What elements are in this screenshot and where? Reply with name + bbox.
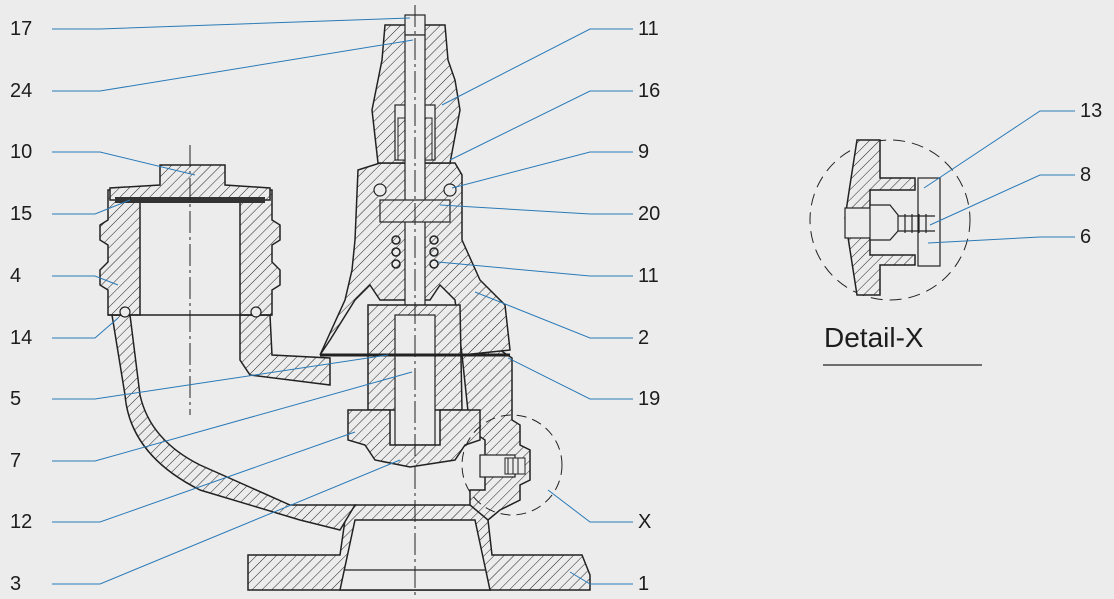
- label-10: 10: [10, 141, 33, 163]
- inlet-thread-right: [239, 189, 281, 316]
- label-15: 15: [10, 203, 33, 225]
- label-3: 3: [10, 573, 22, 595]
- label-24: 24: [10, 80, 33, 102]
- inlet-thread-left: [99, 189, 141, 316]
- label-2: 2: [638, 327, 650, 349]
- leader-lines: [52, 17, 1075, 585]
- valve-disc: [347, 409, 481, 468]
- valve-body-outlet: [111, 314, 357, 531]
- label-X: X: [638, 511, 652, 533]
- label-13: 13: [1080, 100, 1103, 122]
- label-19: 19: [638, 388, 661, 410]
- label-8: 8: [1080, 164, 1092, 186]
- label-11-top: 11: [638, 18, 659, 40]
- label-16: 16: [638, 80, 661, 102]
- detail-x-view: [809, 139, 982, 366]
- label-11-mid: 11: [638, 265, 659, 287]
- label-17: 17: [10, 18, 33, 40]
- spring: [391, 235, 439, 269]
- label-20: 20: [638, 203, 661, 225]
- label-4: 4: [10, 265, 22, 287]
- label-12: 12: [10, 511, 33, 533]
- label-7: 7: [10, 450, 22, 472]
- label-1: 1: [638, 573, 650, 595]
- label-14: 14: [10, 327, 33, 349]
- label-9: 9: [638, 141, 650, 163]
- label-6: 6: [1080, 226, 1092, 248]
- detail-x-title: Detail-X: [824, 322, 924, 353]
- label-5: 5: [10, 388, 22, 410]
